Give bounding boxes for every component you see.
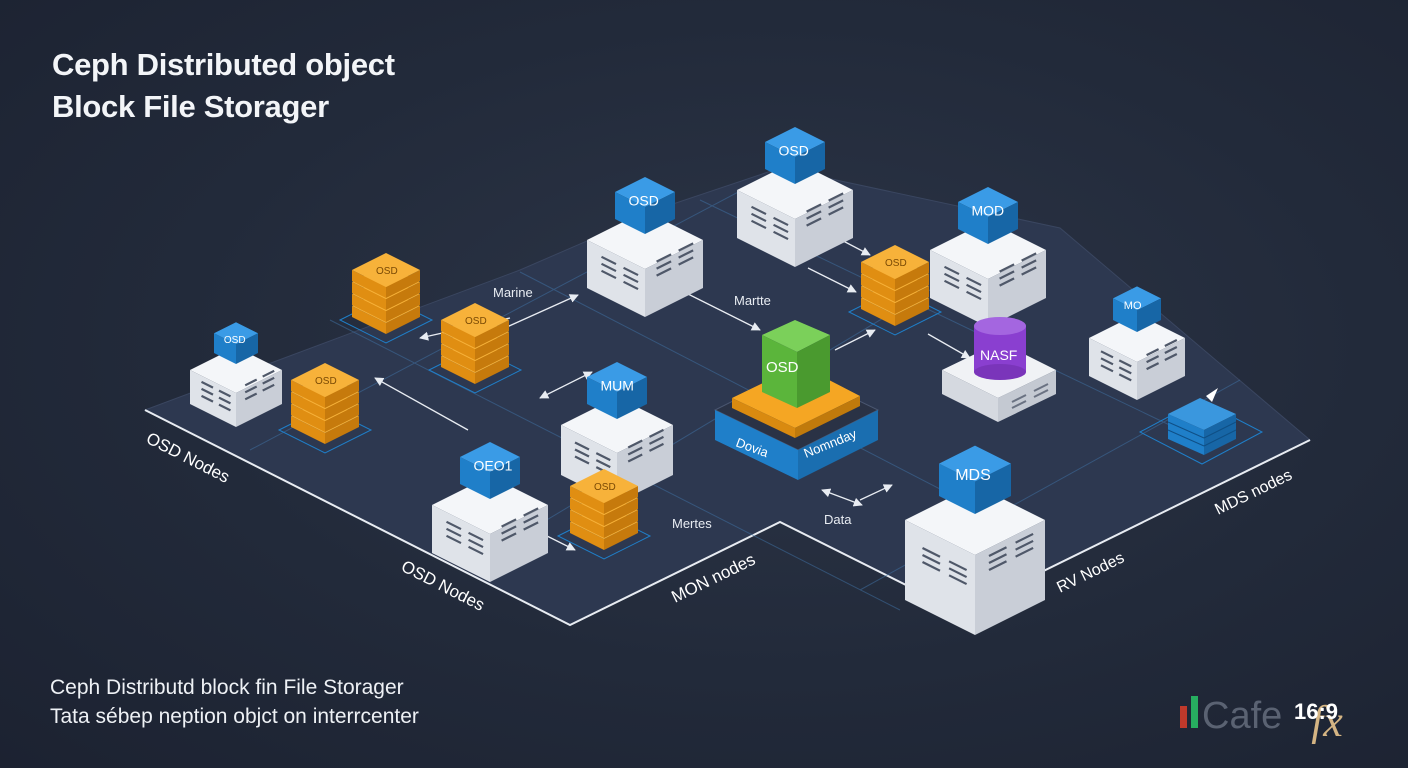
central-hub: OSD Dovia Nomnday (713, 320, 880, 480)
title-line-2: Block File Storager (52, 89, 329, 124)
title-line-1: Ceph Distributed object (52, 47, 395, 82)
disk-stack-label: OSD (465, 316, 487, 327)
disk-stack-label: OSD (315, 376, 337, 387)
watermark-bar-green (1191, 696, 1198, 728)
server-node: OSD (587, 177, 703, 317)
disk-stack: OSD (277, 363, 373, 454)
server-node-label: OSD (779, 143, 809, 159)
caption-line-2: Tata sébep neption objct on interrcenter (50, 705, 419, 728)
watermark-ratio: 16:9 (1294, 699, 1339, 724)
flow-label-martte: Martte (734, 293, 771, 308)
disk-stack-label: OSD (885, 258, 907, 269)
watermark-fx: fx (1311, 697, 1343, 744)
caption: Ceph Distributd block fin File Storager … (50, 673, 419, 731)
server-node-label: MUM (601, 378, 634, 394)
disk-stack-label: OSD (376, 266, 398, 277)
watermark-bar-red (1180, 706, 1187, 728)
disk-stack-label: OSD (594, 482, 616, 493)
page-title: Ceph Distributed object Block File Stora… (52, 44, 395, 128)
server-node: MOD (930, 187, 1046, 327)
hub-top-label: OSD (766, 359, 799, 376)
blue-layer-stack (1138, 388, 1264, 465)
server-node-label: MDS (955, 467, 991, 484)
server-node: OEO1 (432, 442, 548, 582)
server-node-label: MOD (972, 203, 1005, 219)
server-node: OSD (737, 127, 853, 267)
server-node-label: OSD (224, 335, 246, 346)
server-node-label: OEO1 (474, 458, 513, 474)
server-node: MUM (561, 362, 673, 503)
disk-stack: OSD (556, 469, 652, 560)
flow-label-data: Data (824, 512, 852, 527)
caption-line-1: Ceph Distributd block fin File Storager (50, 676, 404, 699)
cafefx-watermark: Cafe fx (1180, 695, 1343, 744)
disk-stack: OSD (847, 245, 943, 336)
server-node-label: MO (1124, 300, 1142, 312)
purple-storage-node: NASF (942, 317, 1056, 422)
server-node: OSD (190, 322, 282, 427)
disk-stack: OSD (427, 303, 523, 394)
server-node-label: OSD (629, 193, 659, 209)
watermark-brand: Cafe (1202, 695, 1282, 737)
flow-label-mertes: Mertes (672, 516, 712, 531)
disk-stack: OSD (338, 253, 434, 344)
server-node: MO (1089, 286, 1185, 400)
purple-node-label: NASF (980, 347, 1017, 363)
flow-label-marine: Marine (493, 285, 533, 300)
server-node: MDS (905, 445, 1045, 635)
